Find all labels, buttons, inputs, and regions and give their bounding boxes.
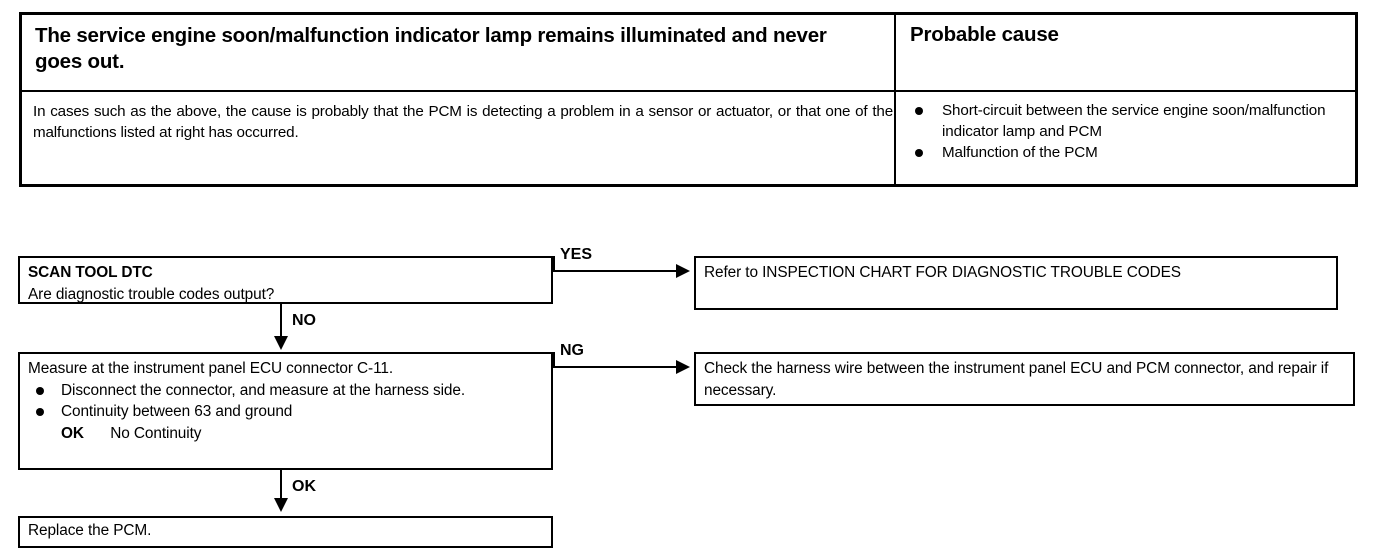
measure-ok-value: No Continuity	[110, 424, 202, 442]
ok-connector-line	[280, 470, 282, 500]
replace-step-text: Replace the PCM.	[28, 522, 152, 539]
table-body-row: In cases such as the above, the cause is…	[22, 92, 1355, 184]
measure-step-list: Disconnect the connector, and measure at…	[28, 380, 551, 445]
bullet-icon	[36, 386, 44, 395]
no-connector-line	[280, 304, 282, 338]
symptom-header-title: The service engine soon/malfunction indi…	[35, 24, 827, 73]
symptom-table: The service engine soon/malfunction indi…	[19, 12, 1358, 187]
flow-step-refer-chart: Refer to INSPECTION CHART FOR DIAGNOSTIC…	[694, 256, 1338, 310]
scan-step-question: Are diagnostic trouble codes output?	[28, 285, 275, 303]
measure-step-title: Measure at the instrument panel ECU conn…	[28, 360, 394, 377]
yes-connector-stub	[553, 256, 555, 272]
bullet-icon	[36, 408, 44, 416]
flow-step-scan-tool: SCAN TOOL DTC Are diagnostic trouble cod…	[18, 256, 553, 304]
probable-cause-item: Short-circuit between the service engine…	[902, 100, 1354, 142]
refer-step-text: Refer to INSPECTION CHART FOR DIAGNOSTIC…	[704, 264, 1181, 281]
flow-step-measure: Measure at the instrument panel ECU conn…	[18, 352, 553, 470]
branch-label-no: NO	[292, 312, 316, 329]
symptom-description: In cases such as the above, the cause is…	[33, 103, 893, 141]
bullet-icon	[915, 149, 923, 157]
bullet-icon	[915, 107, 923, 115]
check-step-text: Check the harness wire between the instr…	[704, 360, 1329, 399]
measure-step-item-text: Continuity between 63 and ground	[61, 403, 293, 420]
measure-step-item-text: Disconnect the connector, and measure at…	[61, 381, 466, 399]
branch-label-ng: NG	[560, 342, 584, 359]
probable-cause-text: Malfunction of the PCM	[942, 144, 1098, 161]
probable-cause-item: Malfunction of the PCM	[902, 142, 1354, 163]
ng-connector-stub	[553, 352, 555, 368]
no-arrow-icon	[274, 336, 288, 350]
table-header-row: The service engine soon/malfunction indi…	[22, 15, 1355, 92]
branch-label-yes: YES	[560, 246, 593, 263]
ng-arrow-icon	[676, 360, 690, 374]
branch-label-ok: OK	[292, 478, 316, 495]
flow-step-check-harness: Check the harness wire between the instr…	[694, 352, 1355, 406]
ok-arrow-icon	[274, 498, 288, 512]
probable-cause-text: Short-circuit between the service engine…	[942, 102, 1326, 140]
yes-arrow-icon	[676, 264, 690, 278]
flow-step-replace-pcm: Replace the PCM.	[18, 516, 553, 548]
scan-step-title: SCAN TOOL DTC	[28, 264, 153, 281]
probable-cause-header-title: Probable cause	[910, 23, 1059, 46]
table-column-divider	[894, 15, 896, 184]
probable-cause-list: Short-circuit between the service engine…	[902, 100, 1354, 163]
measure-ok-label: OK	[61, 424, 84, 442]
ng-connector-line	[553, 366, 679, 368]
measure-step-item: Continuity between 63 and ground OK No C…	[28, 401, 551, 444]
yes-connector-line	[553, 270, 679, 272]
measure-step-item: Disconnect the connector, and measure at…	[28, 380, 551, 402]
